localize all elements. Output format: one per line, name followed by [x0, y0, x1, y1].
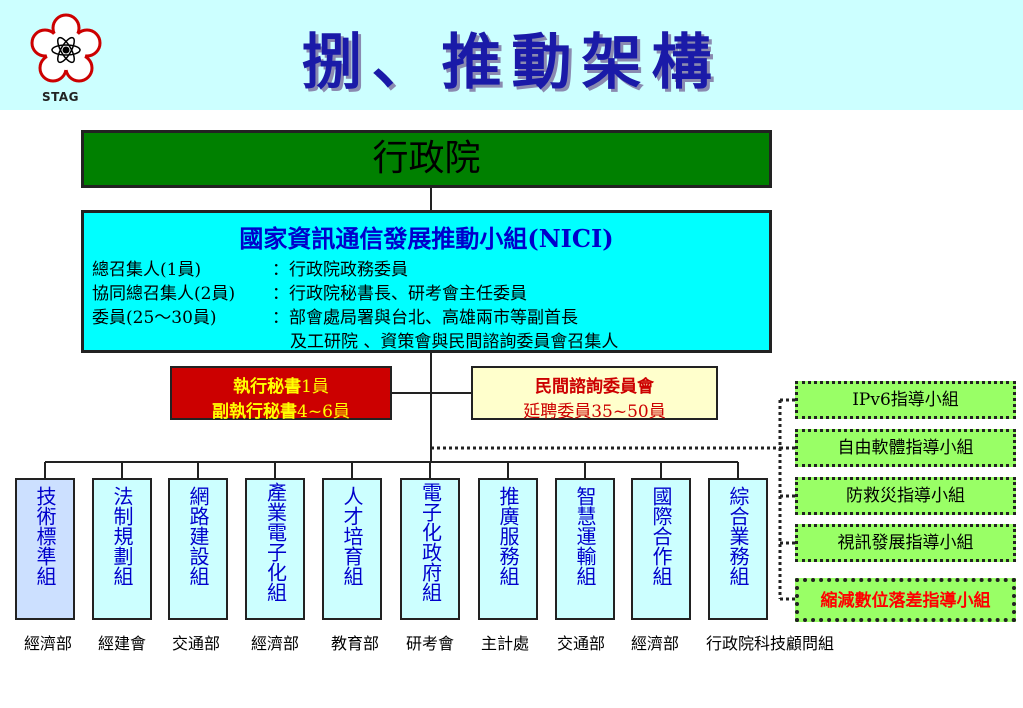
group-owner: 經濟部	[631, 634, 680, 653]
guidance-subgroup: 防救災指導小組	[795, 477, 1016, 515]
group-owner: 教育部	[331, 634, 380, 653]
group-owner: 交通部	[557, 634, 606, 653]
secretary-title: 執行秘書	[233, 377, 302, 397]
working-group-label: 技術標準組	[33, 486, 57, 586]
stag-logo-icon	[30, 13, 102, 83]
advisory-title: 民間諮詢委員會	[535, 377, 654, 397]
working-group: 智慧運輸組	[555, 478, 615, 620]
working-group: 電子化政府組	[400, 478, 460, 620]
logo-text: STAG	[42, 90, 80, 104]
working-group-label: 綜合業務組	[726, 486, 750, 586]
group-owner: 行政院科技顧問組	[706, 634, 835, 653]
nici-row-value: 及工研院 、資策會與民間諮詢委員會召集人	[290, 332, 619, 352]
working-group: 產業電子化組	[245, 478, 305, 620]
working-group: 綜合業務組	[708, 478, 768, 620]
guidance-subgroup: IPv6指導小組	[795, 381, 1016, 419]
header-banner: STAG 捌、推動架構	[0, 0, 1023, 110]
group-owner: 經濟部	[24, 634, 73, 653]
guidance-subgroup: 自由軟體指導小組	[795, 429, 1016, 467]
nici-row-label: 總召集人(1員)	[92, 260, 202, 280]
working-group-label: 電子化政府組	[418, 482, 443, 602]
group-owner: 研考會	[406, 634, 455, 653]
page-title: 捌、推動架構	[301, 28, 722, 98]
working-group-label: 網路建設組	[186, 486, 210, 586]
working-group-label: 智慧運輸組	[573, 486, 597, 586]
nici-row-value: ：部會處局署與台北、高雄兩市等副首長	[272, 308, 578, 328]
working-group: 人才培育組	[322, 478, 382, 620]
working-group-label: 產業電子化組	[263, 482, 288, 602]
executive-yuan-box: 行政院	[81, 130, 772, 188]
group-owner: 經建會	[98, 634, 147, 653]
guidance-subgroup-highlight: 縮減數位落差指導小組	[795, 578, 1016, 622]
working-group: 國際合作組	[631, 478, 691, 620]
nici-row-label: 協同總召集人(2員)	[92, 284, 236, 304]
advisory-committee-box: 民間諮詢委員會 延聘委員35~50員	[471, 366, 718, 422]
group-owner: 經濟部	[251, 634, 300, 653]
working-group: 技術標準組	[15, 478, 75, 620]
working-group: 網路建設組	[168, 478, 228, 620]
working-group-label: 推廣服務組	[496, 486, 520, 586]
group-owner: 交通部	[172, 634, 221, 653]
nici-row-value: ：行政院秘書長、研考會主任委員	[272, 284, 527, 304]
secretary-count: 1員	[301, 377, 329, 397]
nici-title: 國家資訊通信發展推動小組(NICI)	[239, 224, 614, 253]
working-group-label: 人才培育組	[340, 486, 364, 586]
working-group-label: 國際合作組	[649, 486, 673, 586]
guidance-subgroup: 視訊發展指導小組	[795, 524, 1016, 562]
deputy-secretary-count: 4~6員	[297, 402, 350, 422]
nici-row-value: ：行政院政務委員	[272, 260, 408, 280]
nici-box: 國家資訊通信發展推動小組(NICI) 總召集人(1員) ：行政院政務委員 協同總…	[81, 210, 772, 353]
deputy-secretary-line: 副執行秘書4~6員	[172, 397, 390, 422]
working-group-label: 法制規劃組	[110, 486, 134, 586]
group-owner: 主計處	[481, 634, 530, 653]
working-group: 推廣服務組	[478, 478, 538, 620]
deputy-secretary-title: 副執行秘書	[212, 402, 298, 422]
secretary-line: 執行秘書1員	[172, 372, 390, 397]
advisory-members: 延聘委員35~50員	[523, 402, 666, 422]
nici-row-label: 委員(25～30員)	[92, 308, 217, 328]
working-group: 法制規劃組	[92, 478, 152, 620]
secretary-box: 執行秘書1員 副執行秘書4~6員	[170, 366, 392, 422]
